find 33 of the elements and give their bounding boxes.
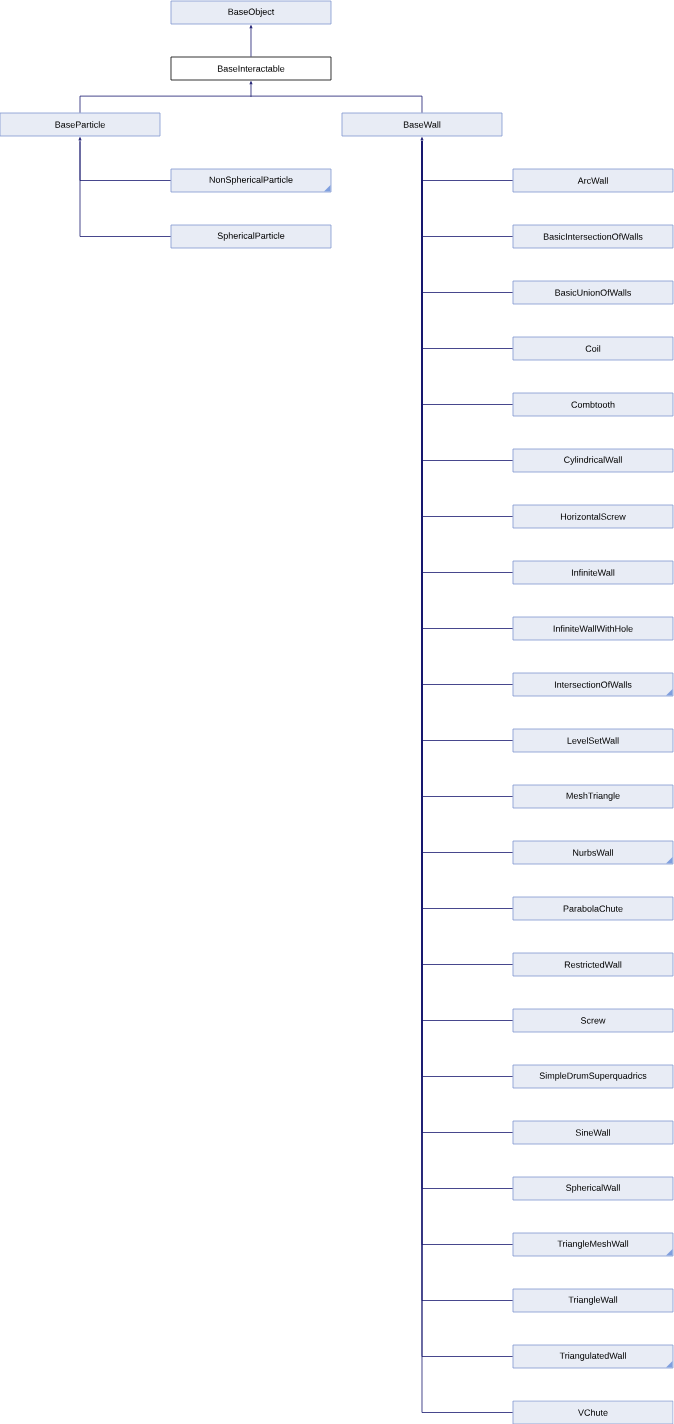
class-box: SimpleDrumSuperquadrics <box>512 1064 674 1089</box>
class-box: SphericalParticle <box>170 224 332 249</box>
class-box: TriangleWall <box>512 1288 674 1313</box>
class-box: HorizontalScrew <box>512 504 674 529</box>
class-box: BasicUnionOfWalls <box>512 280 674 305</box>
inheritance-arrow <box>249 81 423 113</box>
class-box: SphericalWall <box>512 1176 674 1201</box>
class-box: RestrictedWall <box>512 952 674 977</box>
class-box: SineWall <box>512 1120 674 1145</box>
class-box: CylindricalWall <box>512 448 674 473</box>
connector-line <box>79 95 252 113</box>
class-box: InfiniteWall <box>512 560 674 585</box>
class-box: Screw <box>512 1008 674 1033</box>
class-box: MeshTriangle <box>512 784 674 809</box>
inheritance-arrow <box>249 25 253 57</box>
class-box: NurbsWall <box>512 840 674 865</box>
class-box: BaseObject <box>170 0 332 25</box>
class-box: ArcWall <box>512 168 674 193</box>
inheritance-arrow <box>78 137 171 237</box>
class-box: BasicIntersectionOfWalls <box>512 224 674 249</box>
class-box: ParabolaChute <box>512 896 674 921</box>
class-box: Coil <box>512 336 674 361</box>
class-box: BaseInteractable <box>170 56 332 81</box>
class-box: LevelSetWall <box>512 728 674 753</box>
class-box: InfiniteWallWithHole <box>512 616 674 641</box>
class-box: BaseWall <box>341 112 503 137</box>
class-box: TriangulatedWall <box>512 1344 674 1369</box>
class-box: VChute <box>512 1400 674 1424</box>
class-box: BaseParticle <box>0 112 161 137</box>
class-box: NonSphericalParticle <box>170 168 332 193</box>
class-box: TriangleMeshWall <box>512 1232 674 1257</box>
class-box: IntersectionOfWalls <box>512 672 674 697</box>
class-box: Combtooth <box>512 392 674 417</box>
